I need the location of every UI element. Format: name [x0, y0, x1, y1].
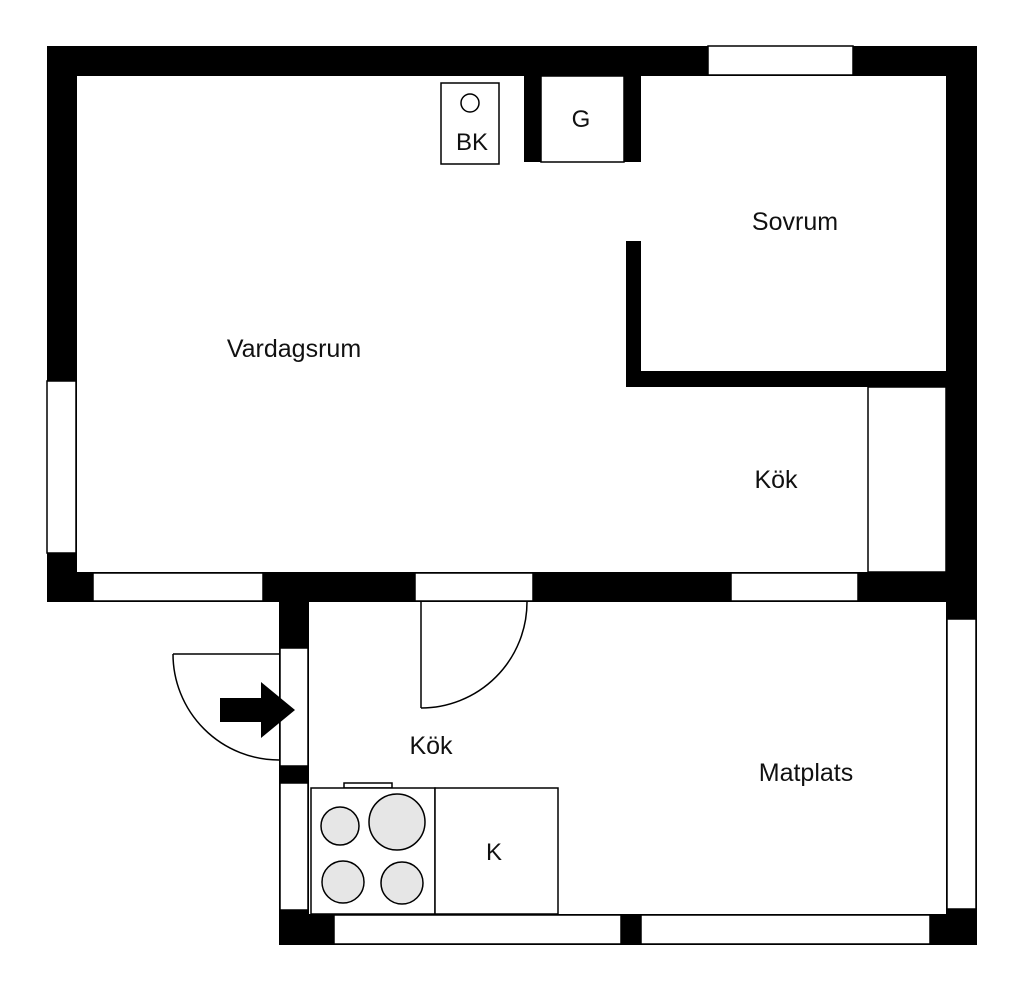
interior-door-swing [420, 601, 528, 709]
room-label-kok-lower: Kök [409, 732, 453, 760]
entrance-door-swing [172, 653, 280, 761]
room-label-matplats: Matplats [759, 759, 853, 787]
stove-plate-top-left-icon [320, 806, 360, 846]
closet-g-bottom [540, 75, 625, 163]
fixtures: BK G K [310, 82, 947, 915]
stove-plate-top-right-icon [368, 793, 426, 851]
window-middle-2 [414, 572, 534, 602]
window-middle-1 [92, 572, 264, 602]
wall-left-of-g [524, 74, 541, 162]
g-label: G [572, 106, 591, 133]
room-label-vardagsrum: Vardagsrum [227, 335, 361, 363]
wall-right-of-g [624, 74, 641, 162]
stove-plate-bottom-right-icon [380, 861, 424, 905]
right-wall-upper [946, 46, 977, 620]
window-top-right [707, 45, 854, 76]
upper-kitchen-counter [867, 386, 947, 573]
upper-outer-walls [47, 46, 977, 620]
k-label: K [486, 839, 502, 866]
window-middle-3 [730, 572, 859, 602]
entrance-arrow-icon [220, 682, 295, 738]
window-left [46, 380, 77, 554]
doors [172, 601, 528, 761]
bk-label: BK [456, 129, 488, 156]
window-right-lower [946, 618, 977, 910]
bk-circle-icon [460, 93, 480, 113]
room-labels: Vardagsrum Sovrum Kök Kök Matplats [227, 208, 853, 787]
window-bottom-2 [640, 914, 931, 945]
bedroom-wall-horizontal [626, 371, 947, 387]
bedroom-wall-vertical [626, 241, 641, 387]
stove-plate-bottom-left-icon [321, 860, 365, 904]
interior-walls [524, 74, 947, 387]
counter-k [434, 787, 559, 915]
room-label-sovrum: Sovrum [752, 208, 838, 236]
room-label-kok-upper: Kök [754, 466, 798, 494]
entrance-threshold [279, 766, 309, 783]
windows [46, 45, 977, 945]
window-bottom-1 [333, 914, 622, 945]
window-left-lower [279, 782, 309, 911]
